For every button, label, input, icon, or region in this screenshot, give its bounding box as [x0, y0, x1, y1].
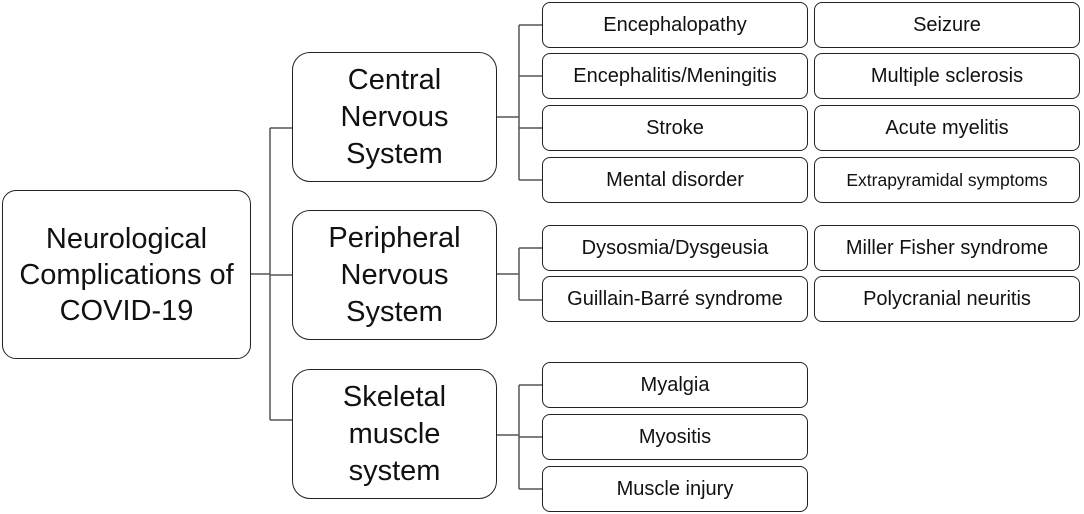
- category-label: Central Nervous System: [340, 63, 449, 170]
- item-seizure: Seizure: [814, 2, 1080, 48]
- item-myositis: Myositis: [542, 414, 808, 460]
- item-stroke: Stroke: [542, 105, 808, 151]
- category-label: Skeletal muscle system: [342, 380, 447, 487]
- category-skeletal-muscle-system: Skeletal muscle system: [292, 369, 497, 499]
- item-dysosmia-dysgeusia: Dysosmia/Dysgeusia: [542, 225, 808, 271]
- item-guillain-barre-syndrome: Guillain-Barré syndrome: [542, 276, 808, 322]
- category-central-nervous-system: Central Nervous System: [292, 52, 497, 182]
- item-muscle-injury: Muscle injury: [542, 466, 808, 512]
- item-mental-disorder: Mental disorder: [542, 157, 808, 203]
- category-peripheral-nervous-system: Peripheral Nervous System: [292, 210, 497, 340]
- item-acute-myelitis: Acute myelitis: [814, 105, 1080, 151]
- item-encephalopathy: Encephalopathy: [542, 2, 808, 48]
- item-polycranial-neuritis: Polycranial neuritis: [814, 276, 1080, 322]
- root-node: Neurological Complications of COVID-19: [2, 190, 251, 359]
- connector-skeletal-items: [497, 384, 542, 490]
- connector-pns-items: [497, 247, 542, 301]
- connector-cns-items: [497, 24, 542, 181]
- item-myalgia: Myalgia: [542, 362, 808, 408]
- item-miller-fisher-syndrome: Miller Fisher syndrome: [814, 225, 1080, 271]
- root-label: Neurological Complications of COVID-19: [19, 222, 234, 327]
- item-encephalitis-meningitis: Encephalitis/Meningitis: [542, 53, 808, 99]
- item-multiple-sclerosis: Multiple sclerosis: [814, 53, 1080, 99]
- connector-root-categories: [251, 127, 292, 421]
- category-label: Peripheral Nervous System: [328, 221, 461, 328]
- item-extrapyramidal-symptoms: Extrapyramidal symptoms: [814, 157, 1080, 203]
